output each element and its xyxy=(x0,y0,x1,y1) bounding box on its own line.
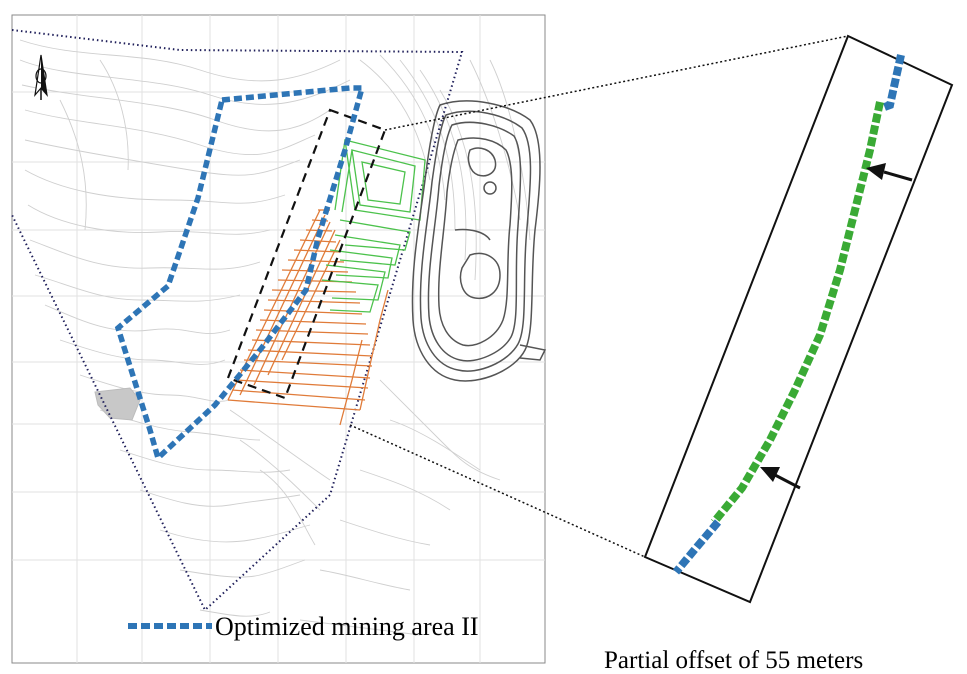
arrow-icon xyxy=(760,467,801,490)
map-grid xyxy=(12,15,545,663)
zoom-panel-frame xyxy=(643,34,954,604)
zoom-panel xyxy=(643,34,954,604)
caption: Partial offset of 55 meters xyxy=(604,647,863,674)
reservoir xyxy=(94,387,141,421)
arrow-icon xyxy=(866,163,913,182)
optimized-mining-area-boundary xyxy=(114,85,366,464)
green-benches xyxy=(321,139,426,313)
legend-label: Optimized mining area II xyxy=(215,612,479,641)
zoom-blue-segment-top xyxy=(880,54,905,112)
zoom-blue-segment-bottom xyxy=(672,519,722,575)
zoom-offset-segment xyxy=(710,101,884,525)
terrain-contours xyxy=(19,39,531,636)
pit-outline xyxy=(411,100,547,382)
map-panel xyxy=(11,14,547,664)
zoom-rectangle xyxy=(226,108,387,400)
legend: Optimized mining area II xyxy=(128,612,479,641)
orange-benches xyxy=(227,209,389,426)
region-boundary xyxy=(11,29,464,612)
north-arrow-icon xyxy=(34,54,48,100)
